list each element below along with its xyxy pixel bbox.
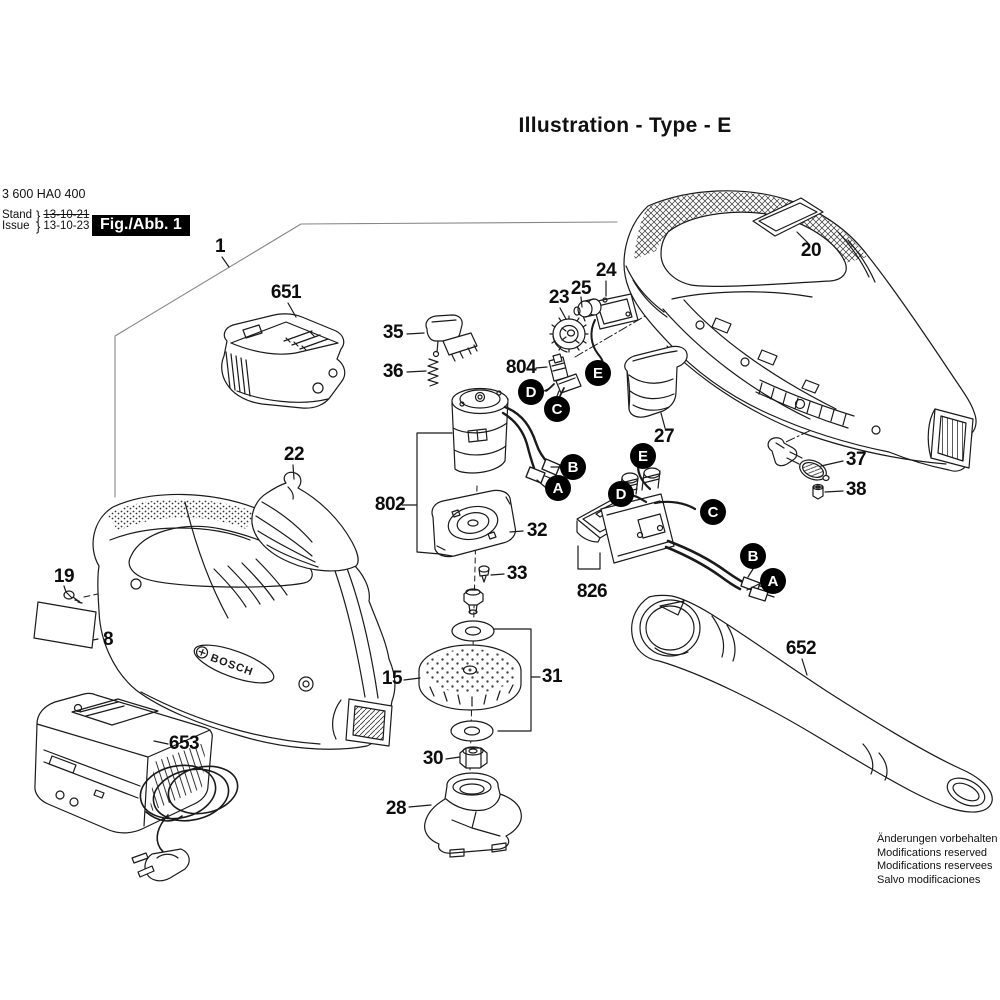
part-804-component-drawing (545, 353, 582, 397)
figure-badge: Fig./Abb. 1 (92, 215, 190, 236)
part-8-label-plate-drawing (33, 601, 97, 649)
revision-row-issue: Issue } 13-10-23 (2, 219, 90, 234)
stand-value: 13-10-21 (43, 209, 90, 221)
part-22-cover-drawing (251, 471, 359, 572)
part-33-screw-drawing (478, 565, 490, 583)
part-19-screw-drawing (63, 590, 83, 604)
issue-label: Issue (2, 220, 30, 232)
page-title: Illustration - Type - E (518, 114, 732, 137)
part-32-plate-drawing (431, 489, 517, 558)
part-28-volute-drawing (424, 772, 522, 858)
part-23-knob-drawing (549, 315, 589, 353)
part-30-nut-drawing (459, 746, 488, 769)
part-15-impeller-drawing (418, 644, 522, 711)
part-housing-right-drawing (623, 190, 977, 472)
footer-notes: Änderungen vorbehalten Modifications res… (877, 833, 997, 887)
fan-stack-drawing (418, 588, 522, 858)
part-652-tube-drawing (631, 594, 993, 813)
revision-table: Stand } 13-10-21 Issue } 13-10-23 (2, 208, 90, 234)
part-24-switch-drawing (573, 293, 639, 367)
issue-value: 13-10-23 (43, 220, 90, 232)
assembly-boundary-line (114, 221, 618, 498)
footer-note: Modifications reserved (877, 846, 988, 859)
revision-row-stand: Stand } 13-10-21 (2, 208, 90, 223)
leader-lines (63, 231, 844, 808)
brace-glyph: } (36, 208, 41, 223)
part-826-switch-assembly-drawing (576, 460, 775, 602)
bracket-826 (577, 545, 601, 570)
stand-label: Stand (2, 209, 33, 221)
power-plug-drawing (131, 848, 190, 882)
footer-note: Salvo modificaciones (877, 873, 981, 886)
bracket-802 (416, 432, 453, 557)
part-36-spring-drawing (427, 358, 439, 387)
part-651-battery-drawing (221, 313, 346, 409)
product-number: 3 600 HA0 400 (2, 187, 86, 201)
part-38-nut-drawing (812, 483, 824, 500)
part-802-motor-drawing (451, 387, 566, 484)
part-653-charger-drawing (34, 692, 239, 882)
part-20-sticker (752, 197, 824, 237)
bracket-31 (493, 628, 532, 732)
footer-note: Modifications reservees (877, 860, 993, 872)
part-35-button-drawing (425, 314, 478, 362)
brace-glyph: } (36, 219, 41, 234)
footer-note: Änderungen vorbehalten (877, 833, 998, 845)
part-27-deflector-drawing (624, 345, 688, 418)
part-37-bolt-drawing (767, 437, 830, 482)
document-info: 3 600 HA0 400 Stand } 13-10-21 Issue } 1… (2, 187, 90, 234)
